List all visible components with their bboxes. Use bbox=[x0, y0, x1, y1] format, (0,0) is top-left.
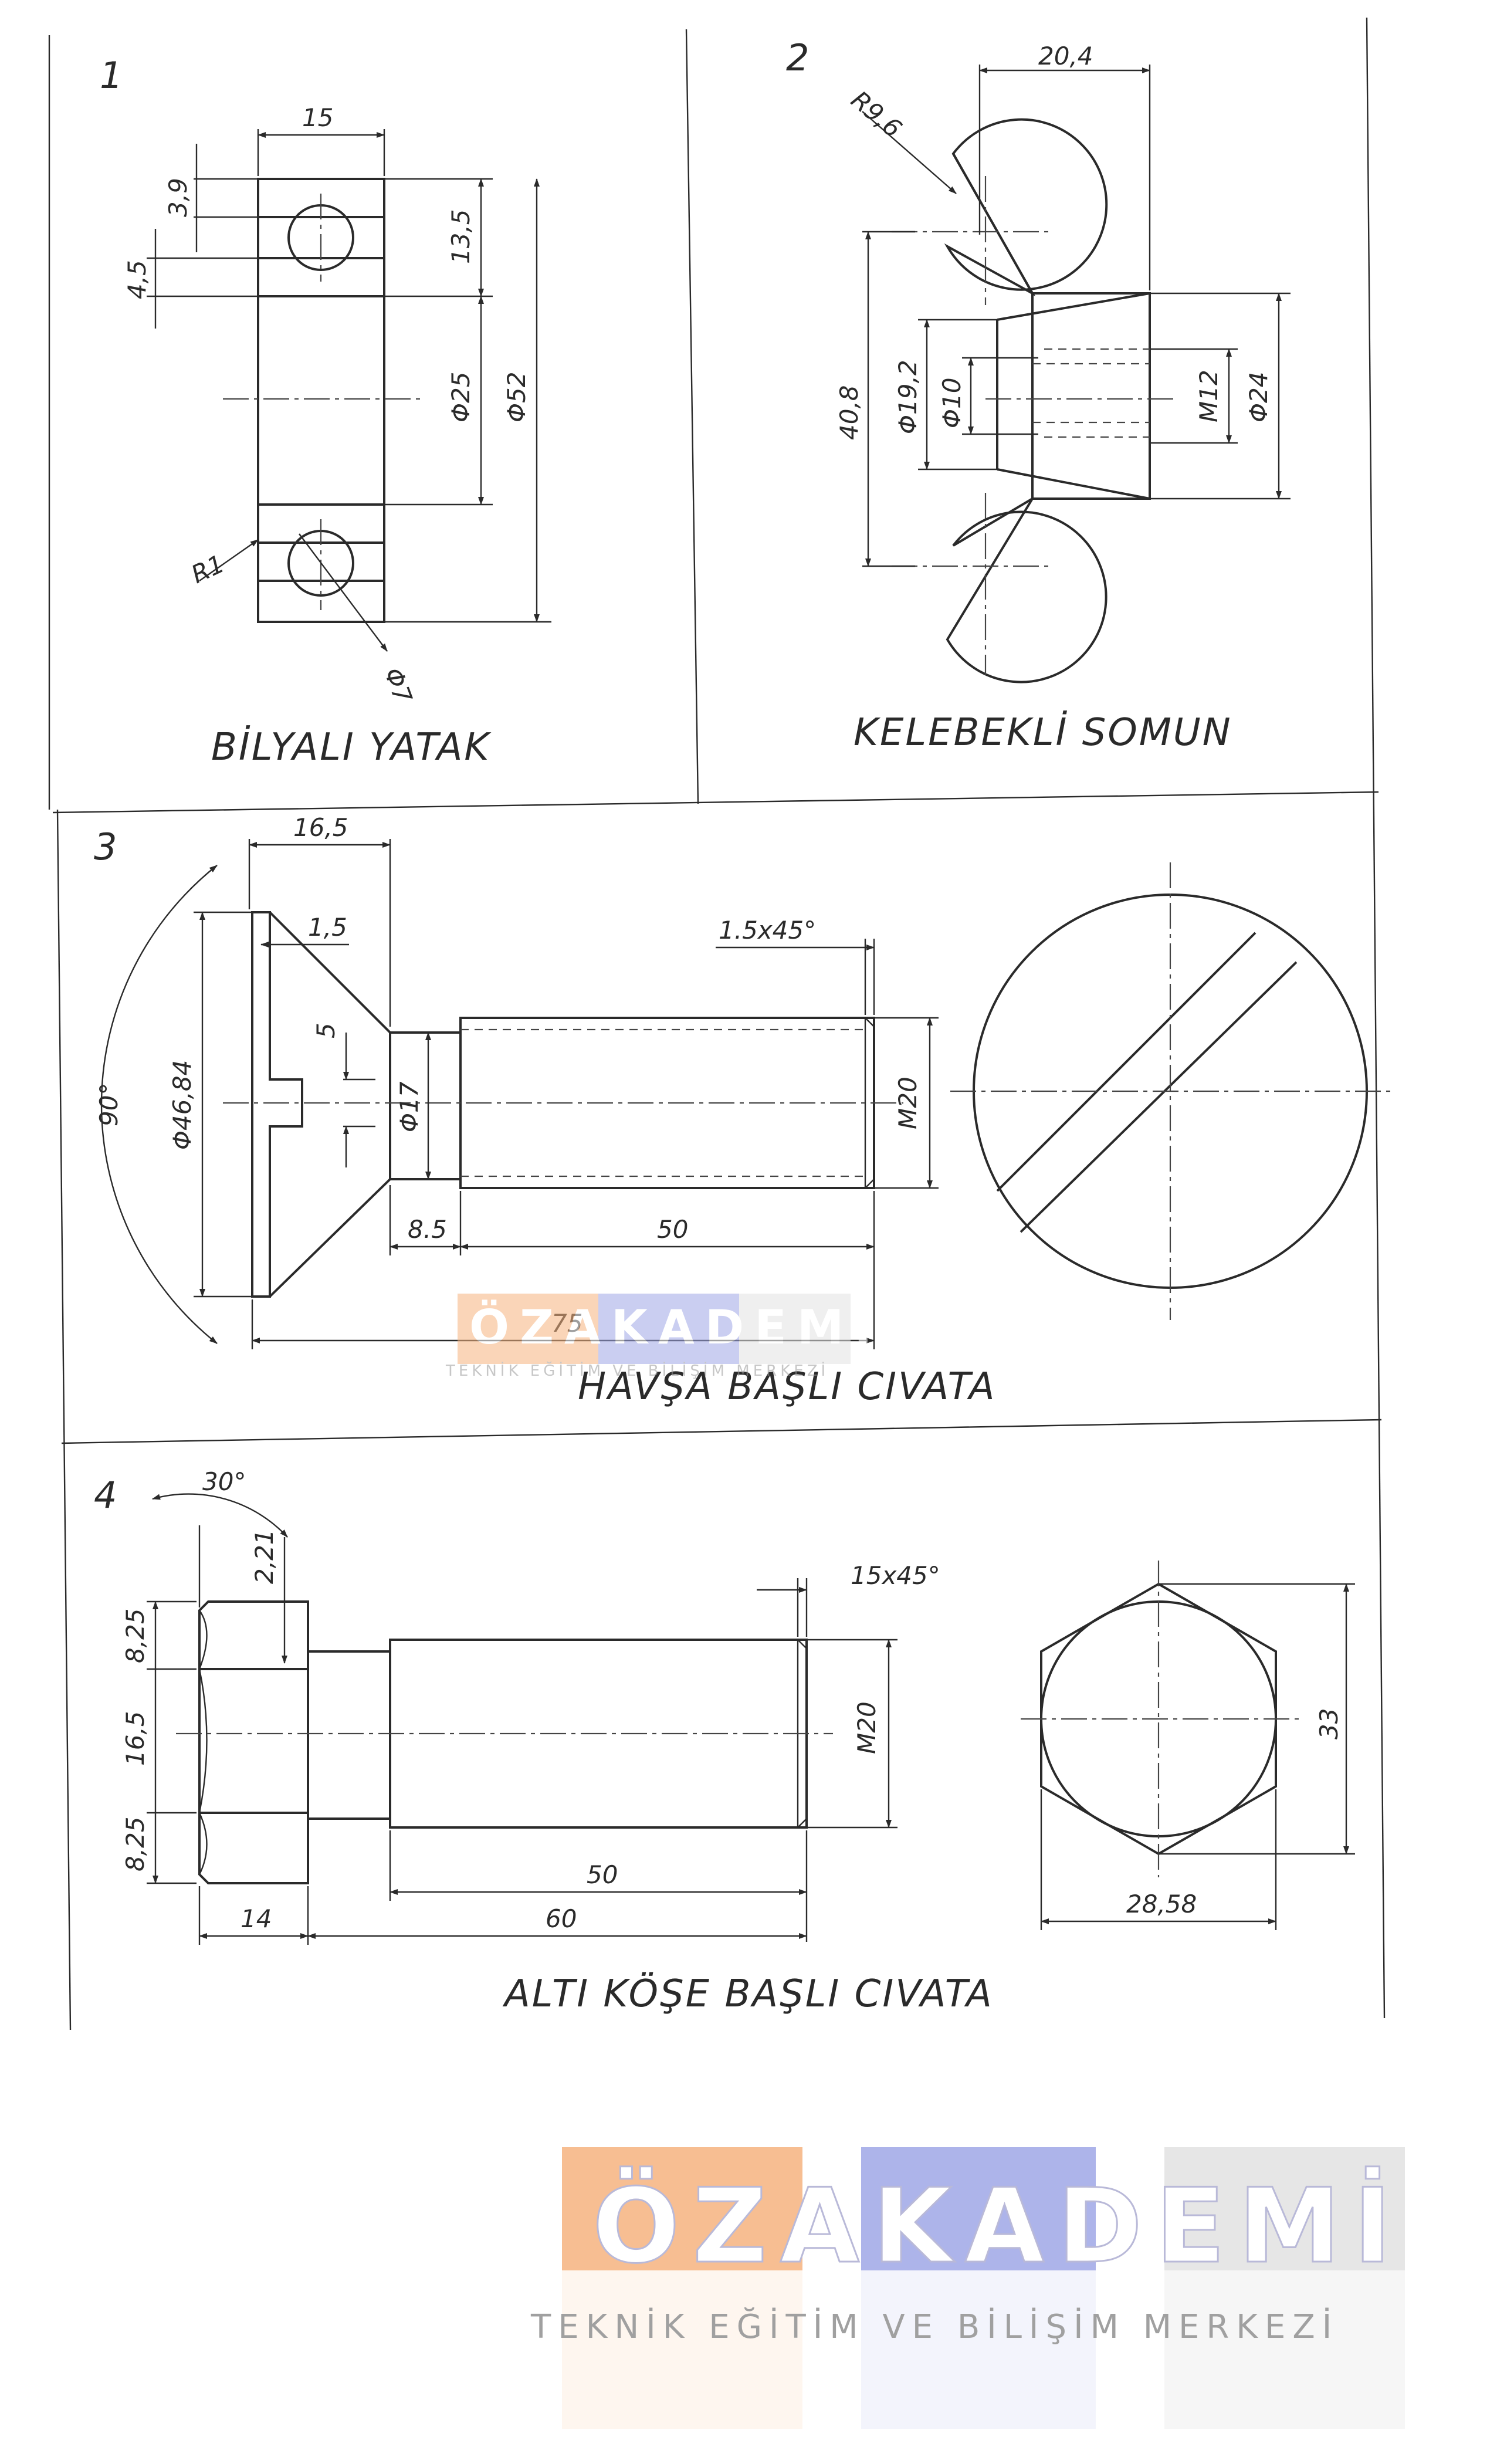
dim-label: 30° bbox=[202, 1467, 246, 1496]
dim-label: 8.5 bbox=[408, 1215, 447, 1244]
panel-title: HAVŞA BAŞLI CIVATA bbox=[578, 1365, 997, 1409]
panel-countersunk-bolt: 3 16,5 1,5 1.5x45° 5 90° Φ46,84 Φ17 M20 bbox=[94, 813, 1390, 1409]
panel-title: BİLYALI YATAK bbox=[211, 725, 492, 769]
dim-label: Φ25 bbox=[446, 371, 475, 422]
watermark-brand: ÖZAKADEMİ bbox=[469, 1299, 882, 1355]
dim-label: Φ17 bbox=[395, 1081, 424, 1132]
watermark-tagline: TEKNİK EĞİTİM VE BİLİŞİM MERKEZİ bbox=[530, 2308, 1339, 2346]
dim-label: M20 bbox=[852, 1701, 881, 1754]
dim-label: Φ10 bbox=[937, 377, 966, 428]
watermark-large: ÖZAKADEMİ TEKNİK EĞİTİM VE BİLİŞİM MERKE… bbox=[530, 2147, 1405, 2429]
dim-label: Φ24 bbox=[1244, 371, 1273, 422]
dim-label: 15x45° bbox=[851, 1561, 940, 1590]
panel-number: 1 bbox=[100, 54, 123, 97]
dim-label: Φ46,84 bbox=[168, 1060, 197, 1150]
dim-label: 15 bbox=[302, 103, 333, 132]
dim-label: 4,5 bbox=[123, 260, 151, 299]
dim-label: 50 bbox=[587, 1860, 618, 1889]
dim-label: 1,5 bbox=[308, 913, 347, 942]
panel-hex-bolt: 4 30° 2,21 15x45° 8,25 16,5 8,25 M20 50 bbox=[94, 1467, 1355, 2016]
panel-title: KELEBEKLİ SOMUN bbox=[854, 710, 1232, 754]
dim-label: 13,5 bbox=[446, 209, 475, 264]
dim-label: 8,25 bbox=[121, 1608, 150, 1663]
dim-label: M20 bbox=[893, 1077, 922, 1129]
dim-label: 2,21 bbox=[250, 1529, 279, 1584]
panel-title: ALTI KÖŞE BAŞLI CIVATA bbox=[502, 1972, 994, 2016]
watermark-brand: ÖZAKADEMİ bbox=[592, 2166, 1404, 2286]
dim-label: 28,58 bbox=[1126, 1890, 1197, 1918]
frame-lines bbox=[48, 17, 1386, 2030]
dim-label: 14 bbox=[241, 1904, 272, 1933]
dim-label: 90° bbox=[94, 1083, 123, 1126]
dim-label: 16,5 bbox=[121, 1711, 150, 1766]
dim-label: Φ19,2 bbox=[893, 360, 922, 434]
dim-label: 33 bbox=[1315, 1708, 1343, 1739]
panel-wing-nut: 2 20,4 R9,6 40,8 Φ19,2 Φ10 M12 bbox=[786, 36, 1291, 754]
dim-label: 3,9 bbox=[164, 178, 192, 217]
dim-label: 40,8 bbox=[835, 385, 863, 440]
watermark-small: ÖZAKADEMİ TEKNİK EĞİTİM VE BİLİŞİM MERKE… bbox=[445, 1294, 882, 1380]
dim-label: 1.5x45° bbox=[719, 916, 816, 945]
panel-ball-bearing: 1 15 3,9 4,5 13,5 Φ25 Φ52 R1 bbox=[100, 54, 551, 769]
dim-label: 20,4 bbox=[1038, 42, 1093, 70]
dim-label: 50 bbox=[657, 1215, 688, 1244]
dim-label: 60 bbox=[546, 1904, 577, 1933]
dim-label: M12 bbox=[1194, 370, 1223, 422]
dim-label: Φ52 bbox=[502, 371, 531, 422]
panel-number: 3 bbox=[94, 825, 117, 868]
dim-label: 8,25 bbox=[121, 1816, 150, 1871]
panel-number: 2 bbox=[786, 36, 809, 79]
watermark-tagline: TEKNİK EĞİTİM VE BİLİŞİM MERKEZİ bbox=[445, 1361, 829, 1380]
dim-label: 5 bbox=[311, 1023, 340, 1038]
panel-number: 4 bbox=[94, 1474, 117, 1517]
dim-label: 16,5 bbox=[293, 813, 348, 842]
